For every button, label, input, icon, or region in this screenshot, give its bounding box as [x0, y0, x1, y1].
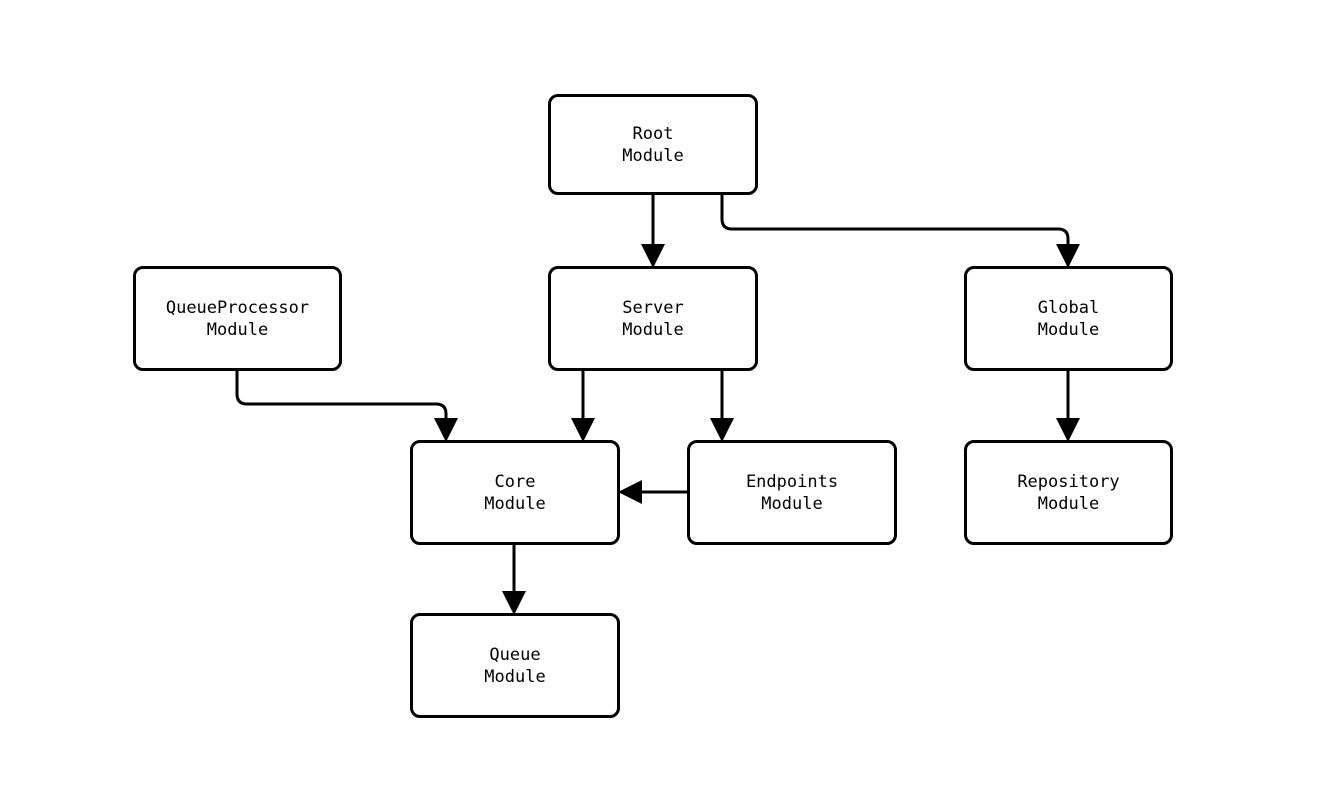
node-root[interactable]: Root Module: [548, 94, 758, 195]
node-global[interactable]: Global Module: [964, 266, 1173, 371]
edge-server-to-core: [571, 371, 595, 442]
node-endpoints[interactable]: Endpoints Module: [687, 440, 897, 545]
node-endpoints-line1: Endpoints: [745, 471, 839, 492]
node-queueprocessor[interactable]: QueueProcessor Module: [133, 266, 342, 371]
node-endpoints-line2: Module: [761, 493, 823, 514]
edge-queueprocessor-to-core: [235, 371, 458, 442]
node-core-line1: Core: [494, 471, 536, 492]
edge-root-to-server: [641, 195, 665, 268]
node-core[interactable]: Core Module: [410, 440, 620, 545]
edge-global-to-repository: [1056, 371, 1080, 442]
node-queueprocessor-line2: Module: [206, 319, 269, 340]
edge-core-to-queue: [502, 545, 526, 615]
edge-server-to-endpoints: [710, 371, 734, 442]
node-queue[interactable]: Queue Module: [410, 613, 620, 718]
node-queue-line1: Queue: [489, 644, 541, 665]
node-queue-line2: Module: [484, 666, 546, 687]
node-repository-line2: Module: [1037, 493, 1100, 514]
node-root-line1: Root: [632, 123, 674, 144]
node-global-line2: Module: [1037, 319, 1100, 340]
node-repository[interactable]: Repository Module: [964, 440, 1173, 545]
node-queueprocessor-line1: QueueProcessor: [165, 297, 310, 318]
node-server[interactable]: Server Module: [548, 266, 758, 371]
node-server-line2: Module: [622, 319, 684, 340]
edge-root-to-global: [720, 195, 1080, 268]
node-root-line2: Module: [622, 145, 684, 166]
node-global-line1: Global: [1037, 297, 1100, 318]
node-core-line2: Module: [484, 493, 546, 514]
node-repository-line1: Repository: [1017, 471, 1120, 492]
node-server-line1: Server: [622, 297, 684, 318]
edge-endpoints-to-core: [618, 480, 687, 504]
